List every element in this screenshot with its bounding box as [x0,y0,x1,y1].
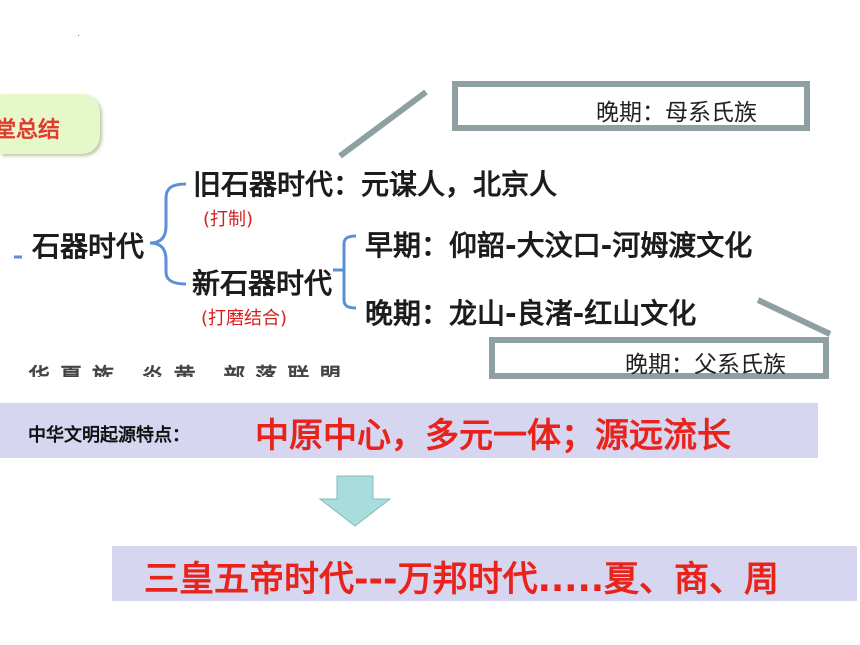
late-period-node: 晚期：龙山-良渚-红山文化 [365,297,697,330]
neolithic-node: 新石器时代 [192,267,333,300]
callout-top: 晚期：母系氏族 [452,81,810,131]
bracket-lower [149,241,187,286]
feature-value: 中原中心，多元一体；源远流长 [255,416,731,456]
clipped-text: 华夏族 炎黄 部落联盟 [28,365,351,377]
neo-bracket-upper [342,234,357,270]
summary-label: 堂总结 [0,118,61,143]
clipped-text-line: 华夏族 炎黄 部落联盟 [28,363,408,377]
down-arrow [318,475,392,527]
bracket-upper [149,182,187,245]
paleolithic-node: 旧石器时代：元谋人，北京人 [193,168,558,201]
neolithic-note: (打磨结合) [201,308,288,329]
callout-top-text: 晚期：母系氏族 [596,100,757,126]
feature-band: 中华文明起源特点： 中原中心，多元一体；源远流长 [0,403,818,458]
early-period-node: 早期：仰韶-大汶口-河姆渡文化 [365,229,753,262]
neo-bracket-lower [342,270,357,310]
root-node: 石器时代 [32,230,145,263]
callout-bottom-pointer [756,297,832,337]
callout-bottom-text: 晚期：父系氏族 [625,352,786,378]
callout-bottom: 晚期：父系氏族 [489,337,829,379]
paleolithic-note: (打制) [203,209,254,230]
era-band: 三皇五帝时代---万邦时代.....夏、商、周 [112,546,857,601]
decorative-dot: . [77,28,81,39]
era-text: 三皇五帝时代---万邦时代.....夏、商、周 [144,560,780,600]
feature-label: 中华文明起源特点： [28,425,190,446]
summary-tab [0,94,100,154]
callout-top-pointer [338,89,428,159]
